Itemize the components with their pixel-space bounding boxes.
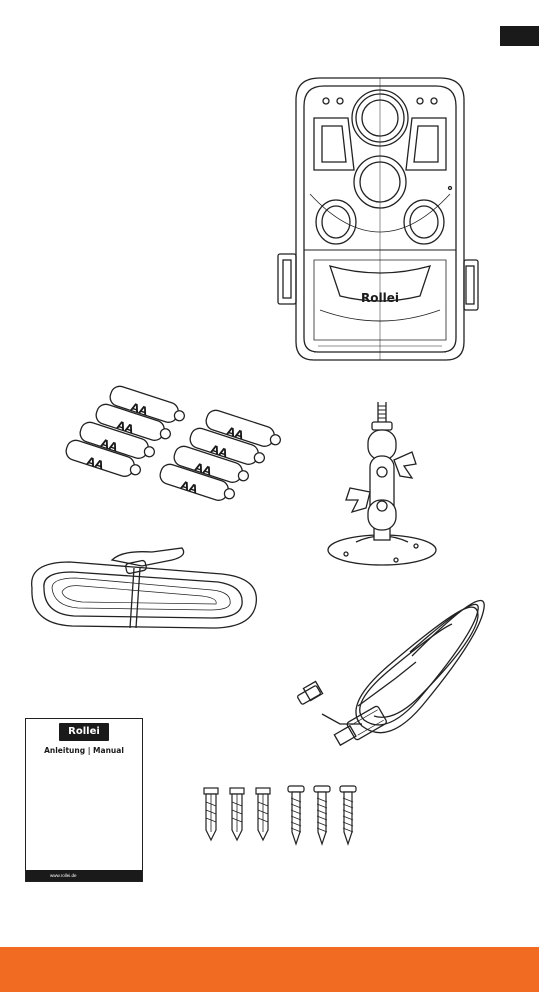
- camera-front-icon: Rollei: [270, 70, 490, 370]
- camera-brand-logo: Rollei: [361, 291, 399, 305]
- battery-icon: AA AA AA AA AA AA AA AA: [60, 380, 290, 500]
- manual-brand-logo: Rollei: [59, 723, 109, 741]
- wall-plug-icon: [196, 782, 286, 848]
- manual-title: Anleitung | Manual: [26, 746, 142, 755]
- screw-icon: [284, 782, 364, 848]
- brand-color-bar: [0, 947, 539, 992]
- usb-cable-icon: [292, 596, 492, 746]
- manual-url: www.rollei.de: [26, 870, 142, 881]
- section-tab-marker: [500, 26, 539, 46]
- manual-icon: Rollei Anleitung | Manual www.rollei.de: [25, 718, 143, 882]
- strap-icon: [22, 548, 262, 638]
- wall-mount-icon: [316, 398, 446, 573]
